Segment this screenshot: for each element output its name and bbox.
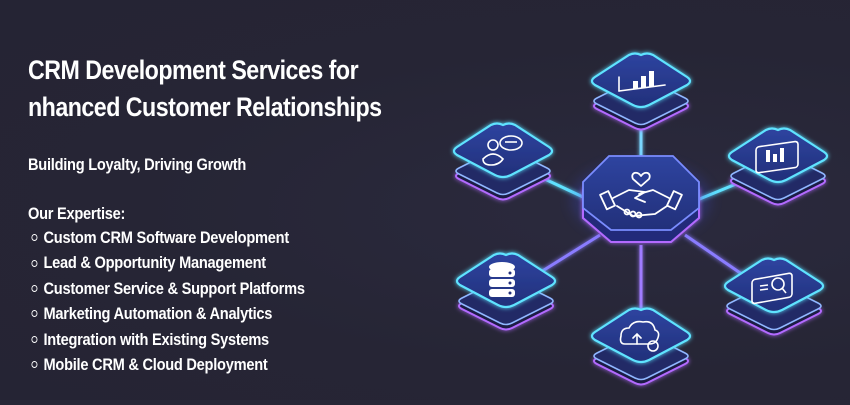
node-lower-left <box>457 254 555 330</box>
expertise-item-label: Marketing Automation & Analytics <box>43 304 273 324</box>
banner-title: CRM Development Services for nhanced Cus… <box>28 52 441 126</box>
bullet-icon <box>31 361 38 369</box>
expertise-item: Lead & Opportunity Management <box>31 250 304 275</box>
title-line-1: CRM Development Services for <box>28 55 359 85</box>
node-upper-right <box>729 129 827 205</box>
crm-network-diagram <box>440 40 850 400</box>
cloud-sync-icon <box>619 320 660 352</box>
node-upper-left <box>454 124 552 200</box>
expertise-item: Mobile CRM & Cloud Deployment <box>31 352 304 377</box>
expertise-item: Customer Service & Support Platforms <box>31 276 305 301</box>
expertise-heading: Our Expertise: <box>28 204 126 223</box>
expertise-item-label: Custom CRM Software Development <box>43 228 289 247</box>
handshake-heart-icon <box>599 171 683 219</box>
node-bottom <box>592 309 690 385</box>
database-icon <box>489 262 515 297</box>
node-top <box>592 54 690 130</box>
expertise-item-label: Customer Service & Support Platforms <box>43 278 305 298</box>
expertise-item: Custom CRM Software Development <box>31 225 304 250</box>
mobile-search-icon <box>751 272 793 305</box>
title-line-2: nhanced Customer Relationships <box>28 92 382 122</box>
expertise-item: Integration with Existing Systems <box>31 327 304 352</box>
center-hub <box>571 155 711 243</box>
tablet-chart-icon <box>755 140 799 174</box>
tagline: Building Loyalty, Driving Growth <box>28 155 247 174</box>
bullet-icon <box>31 234 38 242</box>
expertise-item-label: Integration with Existing Systems <box>43 329 269 349</box>
bullet-icon <box>31 335 38 343</box>
bullet-icon <box>31 259 38 267</box>
bullet-icon <box>31 285 38 293</box>
node-lower-right <box>725 259 823 335</box>
expertise-list: Custom CRM Software Development Lead & O… <box>28 225 305 377</box>
bar-chart-icon <box>618 71 666 92</box>
expertise-item: Marketing Automation & Analytics <box>31 301 304 326</box>
bullet-icon <box>31 310 38 318</box>
expertise-section: Our Expertise: Custom CRM Software Devel… <box>28 203 305 377</box>
expertise-item-label: Lead & Opportunity Management <box>43 253 266 273</box>
users-chat-icon <box>482 135 523 166</box>
expertise-item-label: Mobile CRM & Cloud Deployment <box>43 355 268 375</box>
